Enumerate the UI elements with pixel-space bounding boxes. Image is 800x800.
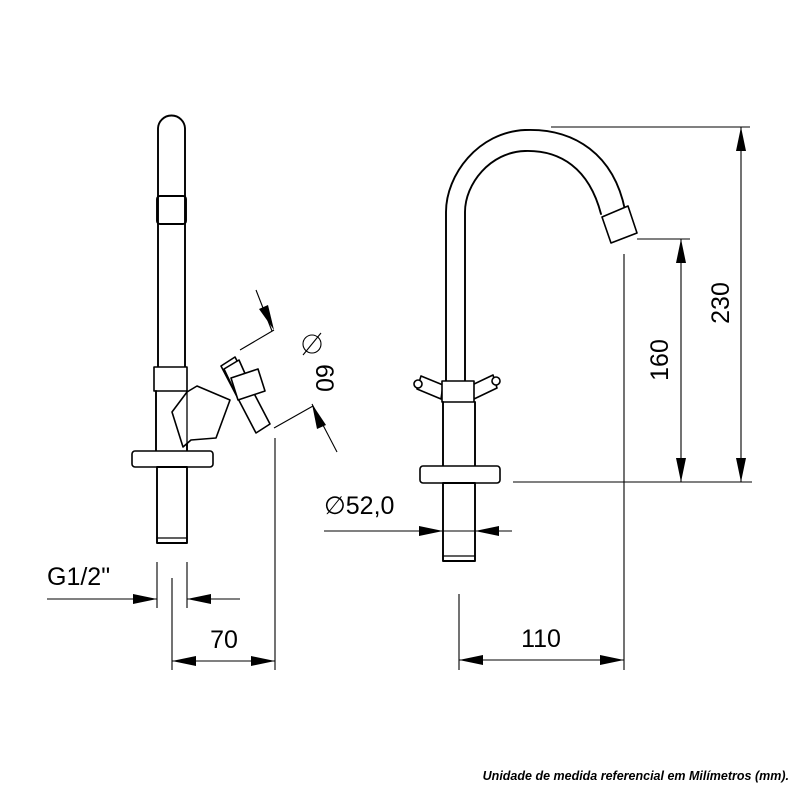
thread-dimension: G1/2" [47,562,240,608]
diameter-symbol-circle [302,334,322,354]
front-view [413,129,638,562]
front-threaded-shank [442,482,476,562]
base-diameter-dimension: ∅52,0 [324,492,512,536]
front-gooseneck-inner [464,150,602,382]
depth-dimension: 70 [171,438,276,670]
front-deck-flange [419,465,501,484]
side-handle-knob [230,368,266,401]
front-handle-right-knob [491,376,501,386]
base-diameter-label: ∅52,0 [324,492,394,520]
handle-angle-dimension: 60 [239,289,338,453]
thread-size-label: G1/2" [47,563,110,591]
side-aerator-ring [156,195,187,225]
depth-value-label: 70 [210,626,238,654]
reach-dimension: 110 [458,254,625,670]
height-dimensions: 160 230 [513,126,752,483]
side-valve-housing [171,385,231,448]
front-aerator-tip [601,205,638,244]
front-handle-left-knob [413,379,423,389]
side-view [131,114,271,544]
front-body [442,401,476,467]
side-collar [153,366,188,392]
spout-height-label: 160 [646,339,674,381]
diameter-symbol-slash [302,332,322,356]
side-threaded-shank [156,466,188,544]
units-footnote: Unidade de medida referencial em Milímet… [482,769,789,783]
total-height-label: 230 [707,282,735,324]
front-gooseneck-spout [445,129,626,382]
reach-value-label: 110 [521,625,561,653]
side-deck-flange [131,450,214,468]
handle-angle-label: 60 [310,364,338,392]
front-collar [441,380,475,403]
side-spout-tube [157,114,186,369]
